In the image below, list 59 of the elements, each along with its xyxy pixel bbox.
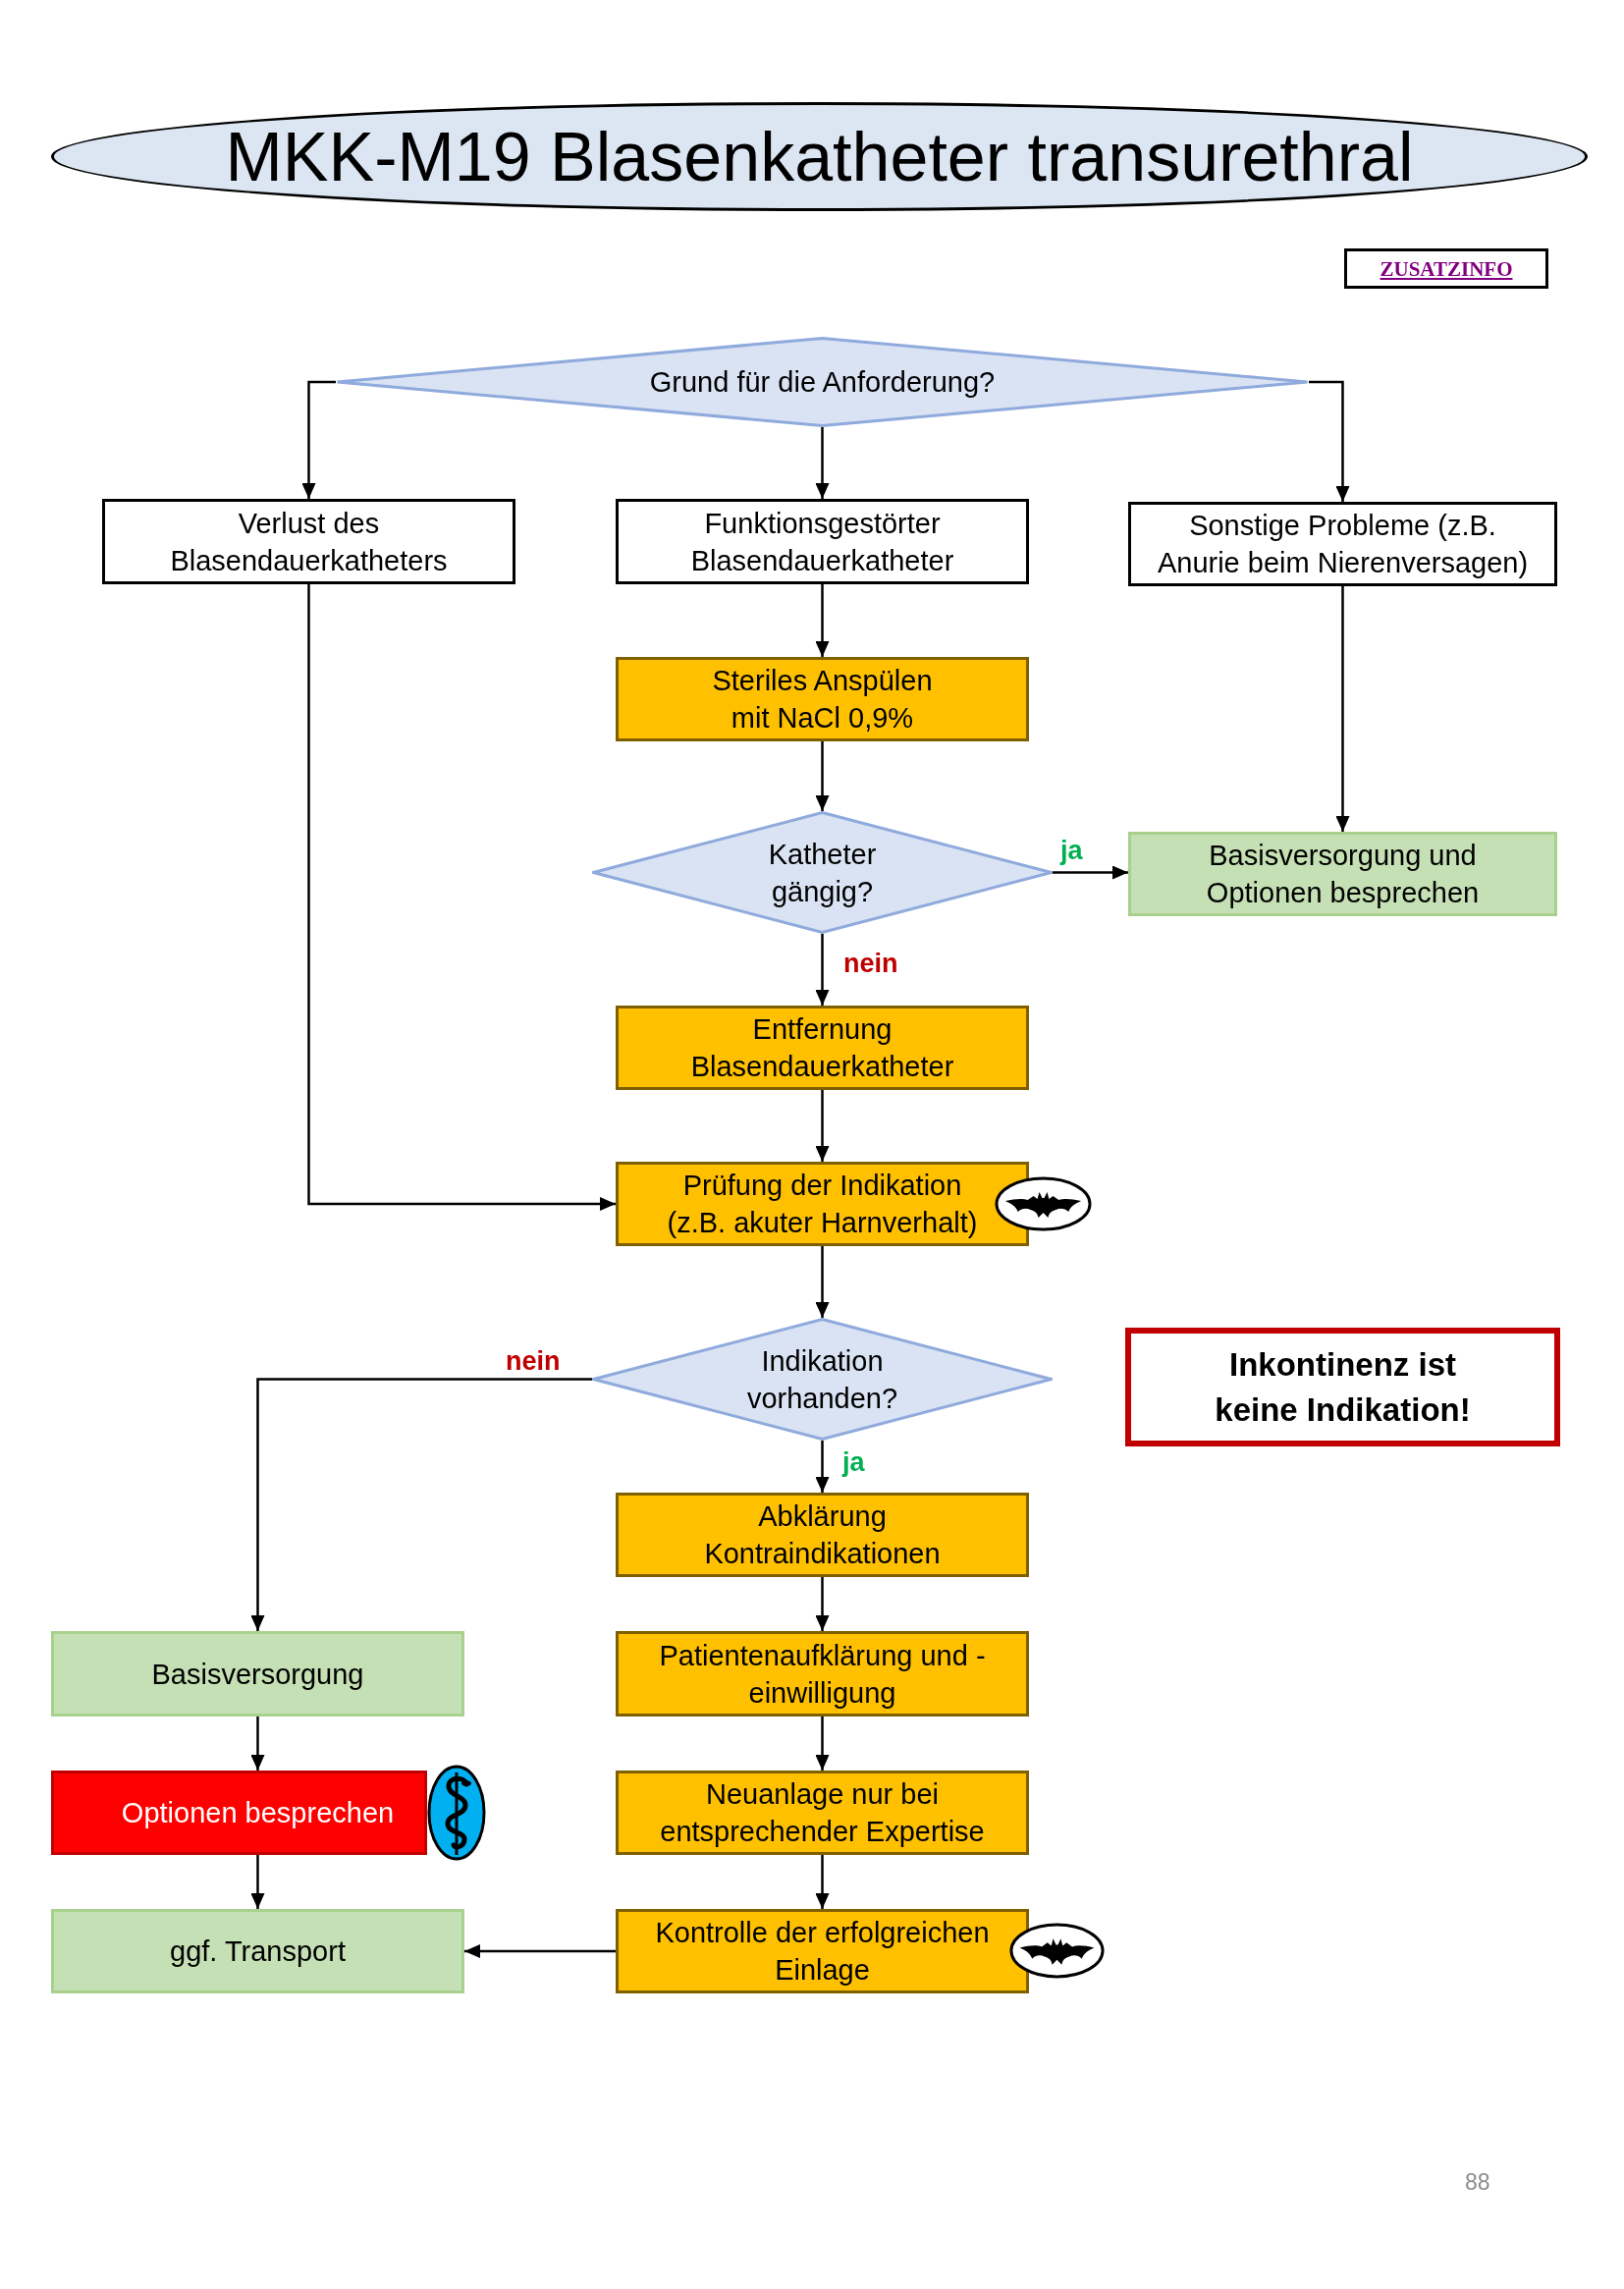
box-text: Entfernung Blasendauerkatheter (689, 1012, 955, 1084)
box-text: Steriles Anspülen mit NaCl 0,9% (711, 664, 934, 736)
arrow (307, 584, 616, 1211)
box-text: Patientenaufklärung und - einwilligung (658, 1638, 987, 1711)
box-text: Prüfung der Indikation (z.B. akuter Harnverhalt) (666, 1169, 979, 1240)
decision-text: Katheter gängig? (767, 837, 878, 909)
action-box (616, 1771, 1029, 1855)
box-text: ggf. Transport (170, 1935, 346, 1969)
arrow (1309, 380, 1350, 502)
arrow (250, 1378, 592, 1631)
box-text: Sonstige Probleme (z.B. Anurie beim Nierenversagen) (1156, 509, 1530, 580)
action-box (616, 1162, 1029, 1246)
action-box (616, 1909, 1029, 1993)
page-number: 88 (1465, 2168, 1490, 2196)
action-box (616, 1631, 1029, 1717)
action-box (616, 657, 1029, 741)
box-text: Funktionsgestörter Blasendauerkatheter (689, 506, 955, 578)
decision-text: Indikation vorhanden? (745, 1343, 899, 1416)
box-text: Verlust des Blasendauerkatheters (169, 506, 449, 578)
arrow (301, 380, 336, 499)
decision-diamond (336, 337, 1309, 427)
arrow (815, 584, 830, 657)
arrow (815, 1246, 830, 1318)
link-frame (1344, 248, 1548, 289)
action-box (616, 1006, 1029, 1090)
arrow (464, 1944, 616, 1958)
arrow (815, 1855, 830, 1909)
box-text: Kontrolle der erfolgreichen Einlage (654, 1916, 991, 1988)
outcome-box (1128, 832, 1557, 916)
decision-text: Grund für die Anforderung? (649, 365, 996, 400)
process-box (102, 499, 515, 584)
process-box (1128, 502, 1557, 586)
box-text: Abklärung Kontraindikationen (703, 1499, 942, 1571)
warning-note (1125, 1328, 1560, 1446)
outcome-box (51, 1909, 464, 1993)
arrow (815, 1717, 830, 1771)
arrow (815, 1441, 830, 1493)
action-box (616, 1493, 1029, 1577)
alert-box (51, 1771, 427, 1855)
decision-diamond (592, 811, 1053, 934)
box-text: Basisversorgung und Optionen besprechen (1205, 839, 1481, 910)
arrow (815, 427, 830, 499)
arrow (815, 1090, 830, 1162)
outcome-box (51, 1631, 464, 1717)
process-box (616, 499, 1029, 584)
box-text: Optionen besprechen (121, 1796, 395, 1830)
title-text: MKK-M19 Blasenkatheter transurethral (225, 117, 1414, 197)
box-text: Basisversorgung (151, 1657, 364, 1692)
arrow (1053, 865, 1128, 880)
arrow (250, 1717, 265, 1771)
arrow (815, 934, 830, 1006)
arrow (815, 741, 830, 811)
box-text: Neuanlage nur bei entsprechender Expertise (659, 1777, 986, 1849)
warning-text: Inkontinenz ist keine Indikation! (1214, 1344, 1472, 1430)
arrow (250, 1855, 265, 1909)
arrow (815, 1577, 830, 1631)
info-link: ZUSATZINFO (1380, 255, 1513, 282)
decision-diamond (592, 1318, 1053, 1441)
arrow (1335, 586, 1350, 832)
